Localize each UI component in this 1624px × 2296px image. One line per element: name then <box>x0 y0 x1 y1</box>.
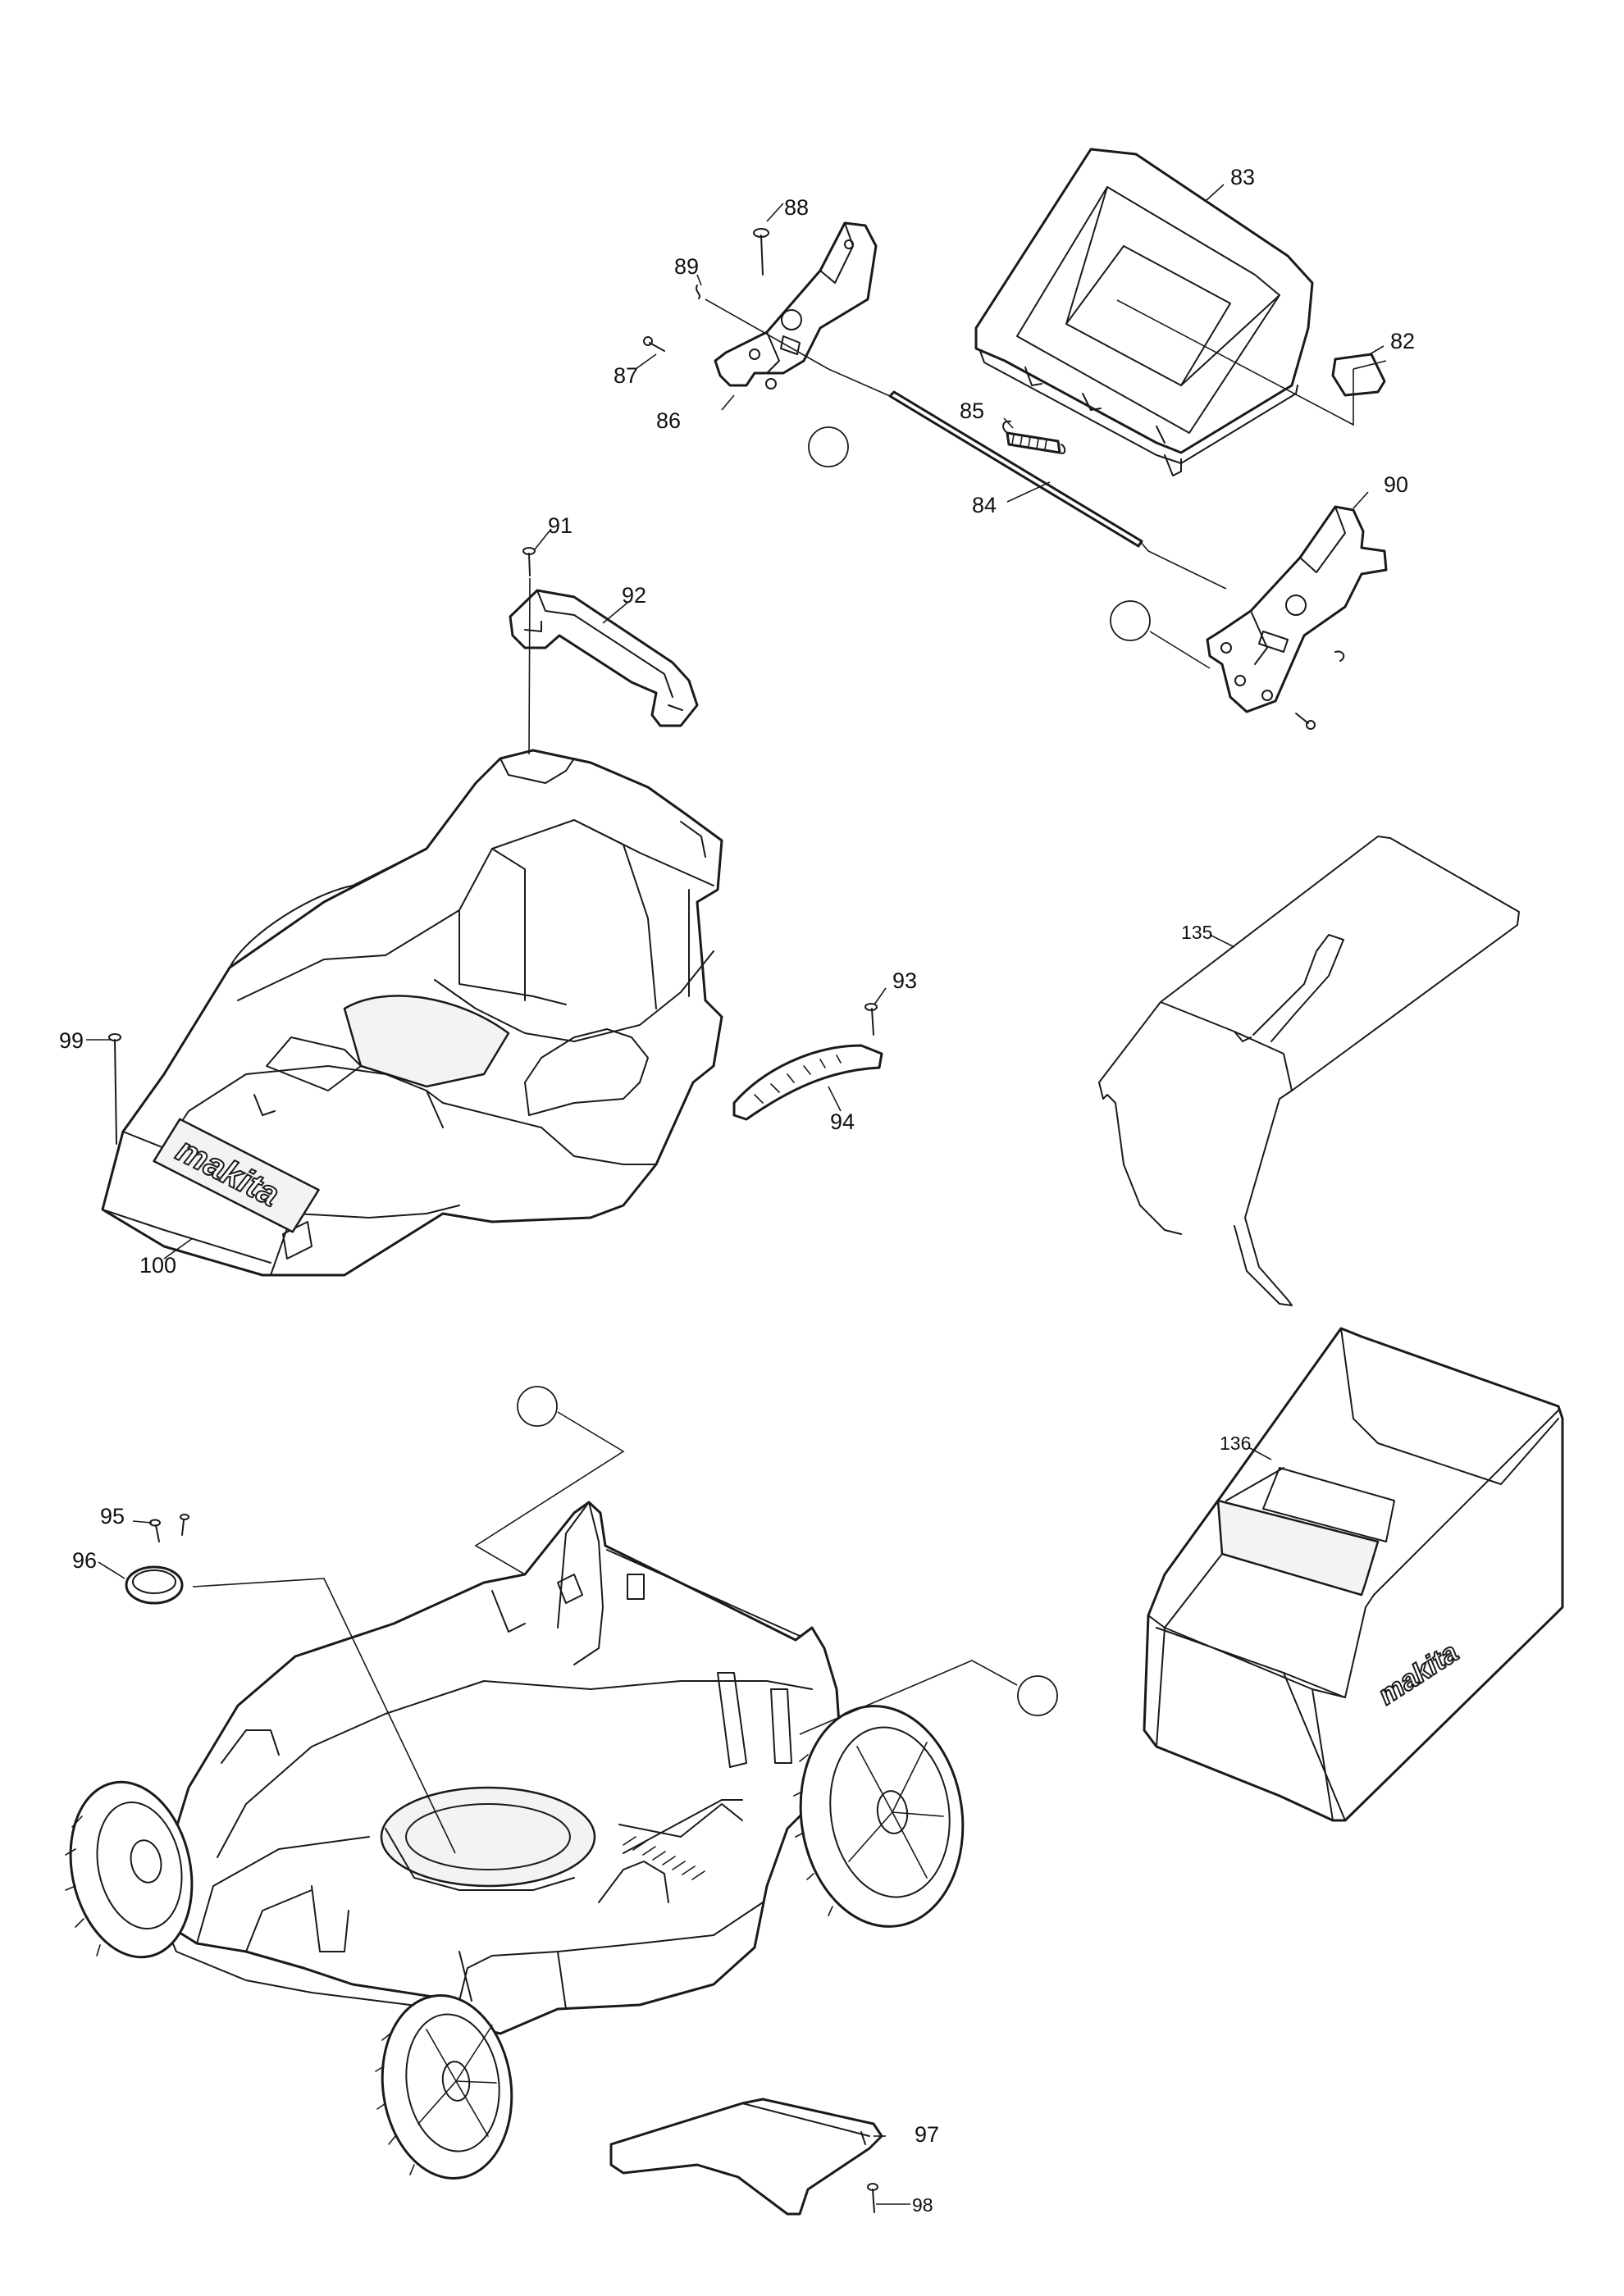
part-88-screw[interactable] <box>753 228 769 276</box>
part-135-wire-frame[interactable] <box>1098 836 1520 1306</box>
callout-136: 136 <box>1220 1433 1251 1454</box>
callout-85: 85 <box>960 399 984 423</box>
part-92-carry-handle[interactable] <box>509 589 699 727</box>
callout-89: 89 <box>674 254 699 279</box>
wheel-front-left[interactable] <box>371 1987 523 2187</box>
leader-lines <box>86 184 1387 2205</box>
callout-135: 135 <box>1181 922 1212 943</box>
callout-99: 97 <box>915 2122 939 2147</box>
callout-labels: 83 82 88 89 87 86 85 84 90 91 92 93 94 9… <box>59 165 1415 2216</box>
callout-100: 98 <box>912 2194 933 2216</box>
reference-circle-d <box>1017 1675 1058 1716</box>
mower-base-deck[interactable] <box>158 1501 842 2035</box>
reference-circle-c <box>517 1386 558 1427</box>
part-100-screw[interactable] <box>867 2183 878 2213</box>
part-83-lid[interactable] <box>974 148 1314 476</box>
part-90-right-bracket[interactable] <box>1206 505 1388 713</box>
callout-97: 99 <box>59 1028 84 1053</box>
callout-90: 90 <box>1384 472 1408 497</box>
callout-91: 91 <box>548 513 573 538</box>
part-82-label-plate[interactable] <box>1331 353 1386 397</box>
part-99-rear-flap[interactable] <box>609 2098 883 2216</box>
part-87-screw[interactable] <box>643 336 665 352</box>
callout-94: 94 <box>830 1109 855 1134</box>
part-93-screw[interactable] <box>864 1003 878 1036</box>
callout-84: 84 <box>972 493 997 517</box>
part-86-left-bracket[interactable] <box>714 221 878 390</box>
part-98-top-housing[interactable]: makita <box>101 749 723 1277</box>
callout-82: 82 <box>1390 329 1415 353</box>
callout-86: 86 <box>656 408 681 433</box>
part-89-clip[interactable] <box>696 285 700 299</box>
part-85-spring[interactable] <box>1002 420 1066 454</box>
wheel-rear-right[interactable] <box>787 1696 977 1938</box>
callout-98: 100 <box>139 1253 176 1278</box>
part-91-screw[interactable] <box>522 547 536 576</box>
callout-83: 83 <box>1230 165 1255 189</box>
reference-circle-b <box>1110 600 1151 641</box>
part-96-cap[interactable] <box>125 1565 184 1605</box>
callout-93: 93 <box>892 968 917 993</box>
reference-circle-a <box>808 426 849 467</box>
part-84-rod[interactable] <box>888 390 1143 548</box>
part-136-grass-bag[interactable]: makita <box>1143 1327 1564 1822</box>
part-95-screw[interactable] <box>149 1514 189 1542</box>
wheel-rear-left[interactable] <box>55 1770 208 1968</box>
callout-92: 92 <box>622 583 646 608</box>
callout-88: 88 <box>784 195 809 220</box>
callout-87: 87 <box>614 363 638 388</box>
part-97-screw[interactable] <box>108 1033 121 1145</box>
callout-96: 96 <box>72 1548 97 1573</box>
part-90-screw-and-clip[interactable] <box>1295 650 1345 730</box>
callout-95: 95 <box>100 1504 125 1528</box>
part-94-cover-strip[interactable] <box>732 1044 883 1121</box>
